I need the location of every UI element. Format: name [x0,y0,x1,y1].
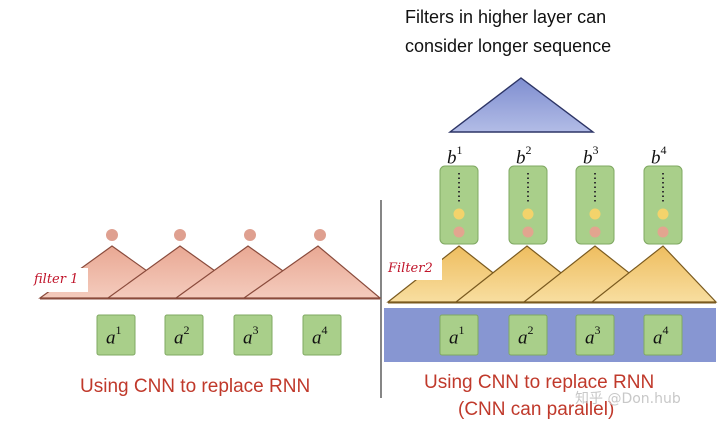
left-filter-triangle-4 [242,245,382,299]
watermark: 知乎 @Don.hub [575,391,681,407]
left-filter-label: filter 1 [34,272,79,287]
output-stack-1 [439,165,479,245]
left-input-box-4 [302,314,342,356]
left-input-box-3 [233,314,273,356]
right-output-stacks [439,165,683,245]
left-output-dot-3 [244,229,256,241]
output-label-3: b3 [583,143,599,169]
left-input-label-2: a2 [174,323,190,349]
right-caption-line-2: (CNN can parallel) [458,399,615,420]
left-output-dot-2 [174,229,186,241]
higher-layer-filter-triangle [447,77,596,133]
title-line-2: consider longer sequence [405,36,612,56]
right-input-boxes [439,314,683,356]
left-input-label-4: a4 [312,323,328,349]
right-input-box-2 [508,314,548,356]
left-input-label-3: a3 [243,323,259,349]
left-caption: Using CNN to replace RNN [80,376,311,397]
output-label-1: b1 [447,143,463,169]
right-input-label-1: a1 [449,323,465,349]
left-input-boxes [96,314,342,356]
output-label-4: b4 [651,143,667,169]
left-output-dot-4 [314,229,326,241]
right-filter-triangle-4 [590,245,718,303]
output-stack-4 [643,165,683,245]
right-input-box-1 [439,314,479,356]
left-input-label-1: a1 [106,323,122,349]
right-input-label-3: a3 [585,323,601,349]
right-caption-line-1: Using CNN to replace RNN [424,372,655,393]
left-output-dot-1 [106,229,118,241]
output-stack-2 [508,165,548,245]
left-input-box-2 [164,314,204,356]
left-input-box-1 [96,314,136,356]
title-line-1: Filters in higher layer can [405,7,607,27]
right-filter-label: Filter2 [388,261,433,276]
output-label-2: b2 [516,143,532,169]
right-input-box-4 [643,314,683,356]
right-filter-layer [384,245,718,303]
right-input-label-4: a4 [653,323,669,349]
right-input-label-2: a2 [518,323,534,349]
left-filter-layer [30,245,382,299]
right-input-box-3 [575,314,615,356]
output-stack-3 [575,165,615,245]
left-filter-label-bg [30,268,88,292]
right-filter-label-bg [384,256,442,280]
left-output-dots [106,229,326,241]
